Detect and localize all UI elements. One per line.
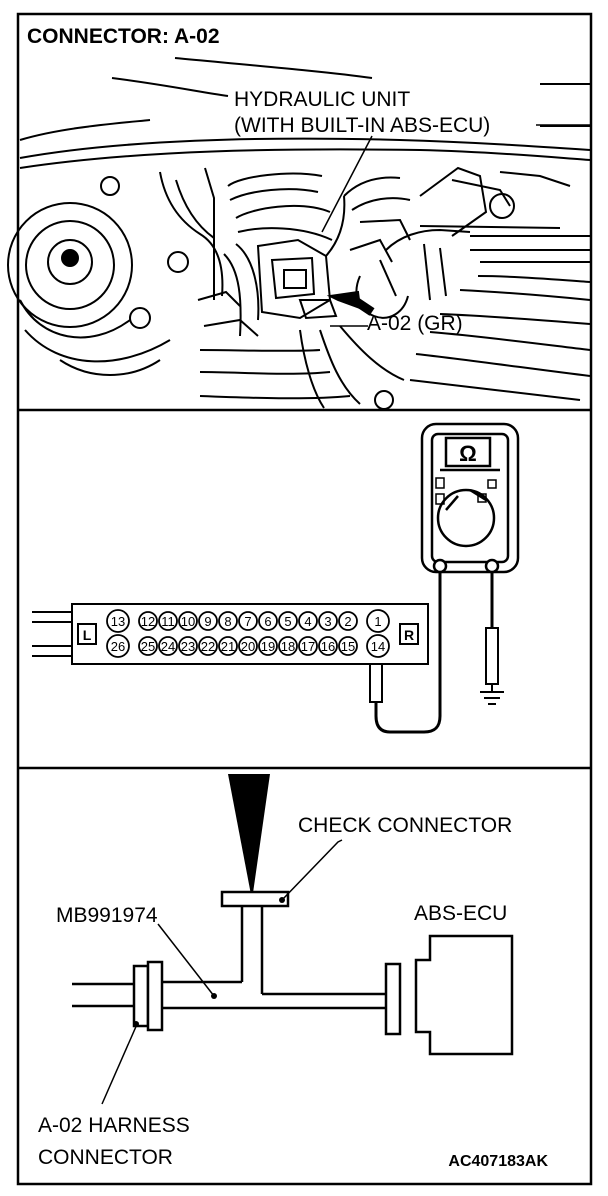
top-pin-label-8: 8 xyxy=(224,614,231,629)
connector-side-l: L xyxy=(83,627,92,643)
top-pin-7 xyxy=(238,611,258,631)
bottom-pin-label-22: 22 xyxy=(201,639,215,654)
connector-pointer-arrow-shaft xyxy=(345,292,375,316)
top-pin-2 xyxy=(338,611,358,631)
bottom-pin-label-16: 16 xyxy=(321,639,335,654)
engine-bay-illustration xyxy=(7,57,591,410)
adapter-part-number: MB991974 xyxy=(56,904,158,927)
bottom-pin-label-19: 19 xyxy=(261,639,275,654)
bottom-pin-label-17: 17 xyxy=(301,639,315,654)
top-pin-13 xyxy=(106,609,130,633)
top-pin-label-3: 3 xyxy=(324,614,331,629)
figure-border xyxy=(16,12,593,1186)
top-pin-label-10: 10 xyxy=(181,614,195,629)
top-pin-6 xyxy=(258,611,278,631)
top-pin-4 xyxy=(298,611,318,631)
bottom-pin-25 xyxy=(138,636,158,656)
bottom-pin-19 xyxy=(258,636,278,656)
ohm-symbol: Ω xyxy=(459,441,477,466)
top-pin-label-12: 12 xyxy=(141,614,155,629)
hydraulic-unit-label-line2: (WITH BUILT-IN ABS-ECU) xyxy=(234,114,490,137)
bottom-pin-label-14: 14 xyxy=(371,639,385,654)
top-pin-9 xyxy=(198,611,218,631)
bottom-pin-label-23: 23 xyxy=(181,639,195,654)
connector-callout: A-02 (GR) xyxy=(367,312,463,335)
bottom-pin-23 xyxy=(178,636,198,656)
top-pin-label-9: 9 xyxy=(204,614,211,629)
meter-leads xyxy=(374,572,494,734)
top-pin-8 xyxy=(218,611,238,631)
bottom-pin-label-18: 18 xyxy=(281,639,295,654)
top-pin-label-13: 13 xyxy=(111,614,125,629)
connector-title: CONNECTOR: A-02 xyxy=(27,25,220,48)
bottom-pin-17 xyxy=(298,636,318,656)
top-pin-label-7: 7 xyxy=(244,614,251,629)
figure-code: AC407183AK xyxy=(448,1153,548,1170)
bottom-pin-22 xyxy=(198,636,218,656)
top-pin-1 xyxy=(366,609,390,633)
top-pin-10 xyxy=(178,611,198,631)
bottom-pin-15 xyxy=(338,636,358,656)
top-pin-label-2: 2 xyxy=(344,614,351,629)
abs-ecu-label: ABS-ECU xyxy=(414,902,507,925)
harness-adapter xyxy=(72,890,514,1056)
plug-leader-dot xyxy=(279,897,285,903)
bottom-pin-14 xyxy=(366,634,390,658)
bottom-pin-label-26: 26 xyxy=(111,639,125,654)
bottom-pin-18 xyxy=(278,636,298,656)
bottom-pin-label-24: 24 xyxy=(161,639,175,654)
top-pin-5 xyxy=(278,611,298,631)
direction-triangle xyxy=(228,774,270,900)
bottom-pin-21 xyxy=(218,636,238,656)
probe-ground xyxy=(480,627,504,705)
bottom-pin-24 xyxy=(158,636,178,656)
check-connector-label: CHECK CONNECTOR xyxy=(298,814,512,837)
top-pin-label-5: 5 xyxy=(284,614,291,629)
top-pin-12 xyxy=(138,611,158,631)
bottom-pin-label-25: 25 xyxy=(141,639,155,654)
harness-leader-dot xyxy=(133,1021,139,1027)
connector-pins-bottom: 26 25 24 23 22 21 20 19 18 17 16 15 14 xyxy=(106,634,390,658)
top-pin-11 xyxy=(158,611,178,631)
bottom-pin-label-20: 20 xyxy=(241,639,255,654)
top-pin-label-1: 1 xyxy=(374,614,381,629)
harness-connector-label-line1: A-02 HARNESS xyxy=(38,1114,190,1137)
bottom-pin-20 xyxy=(238,636,258,656)
adapter-junction-dot xyxy=(211,993,217,999)
top-pin-label-4: 4 xyxy=(304,614,311,629)
harness-connector-label-line2: CONNECTOR xyxy=(38,1146,173,1169)
bottom-pin-26 xyxy=(106,634,130,658)
connector-side-r: R xyxy=(404,627,414,643)
top-pin-label-11: 11 xyxy=(161,614,175,629)
bottom-pin-16 xyxy=(318,636,338,656)
top-pin-label-6: 6 xyxy=(264,614,271,629)
bottom-pin-label-15: 15 xyxy=(341,639,355,654)
top-pin-3 xyxy=(318,611,338,631)
bottom-pin-label-21: 21 xyxy=(221,639,235,654)
hydraulic-unit-label-line1: HYDRAULIC UNIT xyxy=(234,88,410,111)
